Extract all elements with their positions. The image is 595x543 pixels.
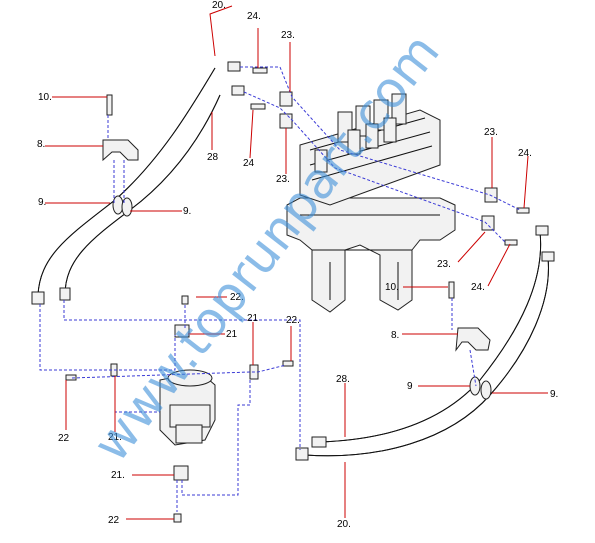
hose-fitting-28-bottom [311,436,327,448]
label-22-left: 22 [58,433,70,444]
hose-fitting-20-upper [227,61,241,72]
label-20-bottom: 20. [337,519,351,530]
hose-pair-lower-right [295,225,555,461]
valve-spool-4 [391,93,407,125]
part-labels: 20. 24. 23. 10. 8. 28 24 23. 9. 9. 23. 2… [37,0,558,530]
hose-pair-upper-left [31,61,245,305]
bolt-24-c [516,207,530,214]
flange-23-b [279,113,293,129]
label-23-top: 23. [281,30,295,41]
leader-lines [45,5,548,520]
label-21-top: 21 [226,329,238,340]
hose-fitting-28-upper [231,85,245,96]
flange-23-a [279,91,293,107]
label-23-right-top: 23. [484,127,498,138]
valve-spool-5 [347,129,361,155]
plug-22-top [181,295,189,305]
label-21-left: 21. [108,432,122,443]
plug-22-right [282,360,294,367]
fitting-21-bottom [173,465,189,481]
control-valve-block [299,93,441,206]
label-24-right-top: 24. [518,148,532,159]
label-10-right: 10. [385,282,399,293]
bolt-10-left [106,94,113,116]
plug-22-bottom [173,513,182,523]
hose-fitting-20-lower [31,291,45,305]
valve-spool-7 [383,117,397,143]
hose-fitting-20-right [541,251,555,262]
label-22-right: 22. [286,315,300,326]
label-21-right: 21 [247,313,259,324]
valve-spool-6 [365,123,379,149]
hose-clamp-9d [480,380,492,400]
label-8-left: 8. [37,139,45,150]
valve-spool-8 [314,149,328,173]
label-10-left: 10. [38,92,52,103]
label-28-upper: 28 [207,152,219,163]
label-9-left-b: 9. [183,206,191,217]
label-24-mid: 24 [243,158,255,169]
label-23-right-bottom: 23. [437,259,451,270]
label-22-bottom: 22 [108,515,120,526]
bolt-24-a [252,67,268,74]
hose-fitting-20-bottom [295,447,309,461]
label-24-right-bottom: 24. [471,282,485,293]
label-28-lower: 28. [336,374,350,385]
label-22-top: 22. [230,292,244,303]
label-24-top: 24. [247,11,261,22]
bolt-24-d [504,239,518,246]
label-9-right-b: 9. [550,389,558,400]
bracket-8-right [455,327,491,352]
bracket-8-left [102,139,139,162]
label-8-right: 8. [391,330,399,341]
label-9-right: 9 [407,381,413,392]
flange-23-d [481,215,495,231]
plug-22-left [65,374,77,381]
label-23-mid: 23. [276,174,290,185]
label-20-top: 20. [212,0,226,11]
swing-motor-assembly [159,369,216,446]
bolt-24-b [250,103,266,110]
hose-clamp-9a [112,195,124,215]
hose-fitting-28-lower [59,287,71,301]
bolt-10-right [448,281,455,299]
valve-support-frame [286,197,456,313]
label-9-left: 9. [38,197,46,208]
label-21-bottom: 21. [111,470,125,481]
hose-fitting-28-right [535,225,549,236]
